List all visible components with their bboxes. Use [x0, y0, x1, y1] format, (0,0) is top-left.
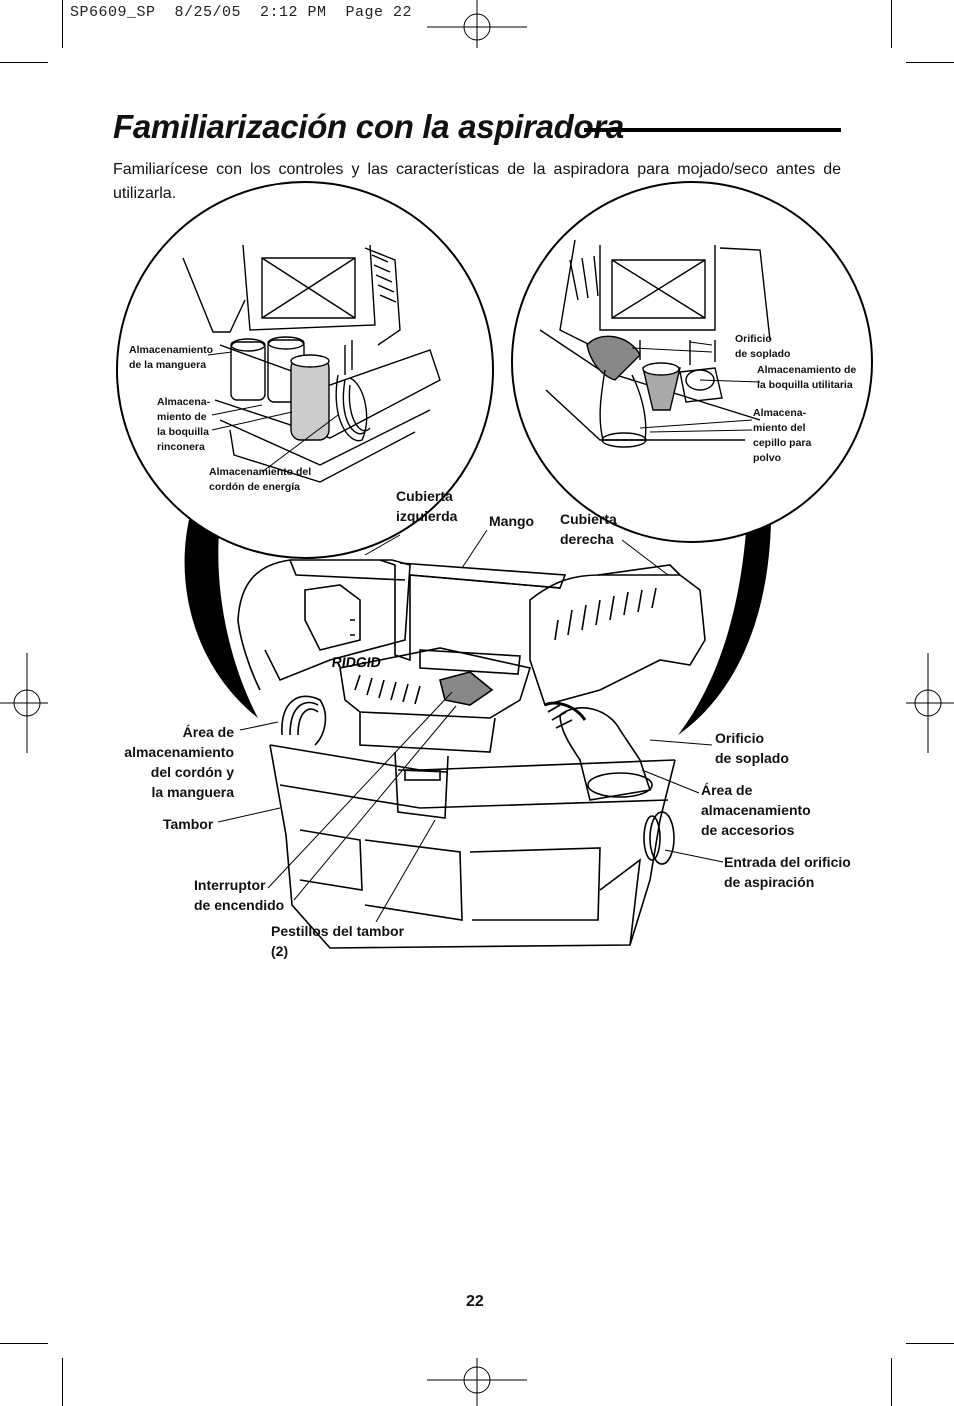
label-hose-storage: Almacenamiento de la manguera [129, 344, 214, 371]
vacuum-body [237, 559, 706, 949]
label-right-cover: Cubierta derecha [560, 511, 617, 547]
registration-target-top [427, 0, 527, 48]
right-inset [511, 181, 873, 543]
label-left-cover: Cubierta izquierda [396, 488, 458, 524]
print-slug: SP6609_SP 8/25/05 2:12 PM Page 22 [70, 4, 413, 21]
crop-mark [906, 62, 954, 63]
right-callout-wedge [678, 478, 772, 735]
title-rule [584, 128, 841, 132]
label-accessory-area: Área de almacenamiento de accesorios [701, 782, 811, 838]
label-utility-nozzle-storage: Almacenamiento de la boquilla utilitaria [757, 364, 857, 391]
page-number: 22 [466, 1293, 484, 1310]
page-title: Familiarización con la aspiradora [113, 108, 624, 145]
label-drum: Tambor [163, 816, 214, 832]
intro-paragraph: Familiarícese con los controles y las ca… [113, 161, 841, 202]
registration-target-bottom [427, 1358, 527, 1406]
label-dusting-brush-storage: Almacena- miento del cepillo para polvo [753, 407, 812, 464]
label-cord-hose-area: Área de almacenamiento del cordón y la m… [124, 724, 234, 800]
crop-mark [0, 62, 48, 63]
crop-mark [0, 1343, 48, 1344]
crop-mark [906, 1343, 954, 1344]
label-blower-port: Orificio de soplado [715, 730, 789, 766]
crop-mark [62, 1358, 63, 1406]
label-vacuum-inlet: Entrada del orificio de aspiración [724, 854, 851, 890]
crop-mark [62, 0, 63, 48]
label-drum-latches: Pestillos del tambor (2) [271, 923, 405, 959]
brand-logo: RIDGID [331, 654, 382, 670]
label-power-switch: Interruptor de encendido [194, 877, 285, 913]
crop-mark [891, 0, 892, 48]
left-callout-wedge [184, 485, 258, 718]
crop-mark [891, 1358, 892, 1406]
label-inset-blower-port: Orificio de soplado [735, 333, 791, 360]
label-cord-storage: Almacenamiento del cordón de energía [209, 466, 312, 493]
leader-lines [207, 341, 761, 923]
label-handle: Mango [489, 513, 535, 529]
label-crevice-storage: Almacena- miento de la boquilla rinconer… [157, 396, 211, 453]
registration-target-right [906, 653, 954, 753]
left-inset [116, 181, 494, 559]
registration-target-left [0, 653, 48, 753]
